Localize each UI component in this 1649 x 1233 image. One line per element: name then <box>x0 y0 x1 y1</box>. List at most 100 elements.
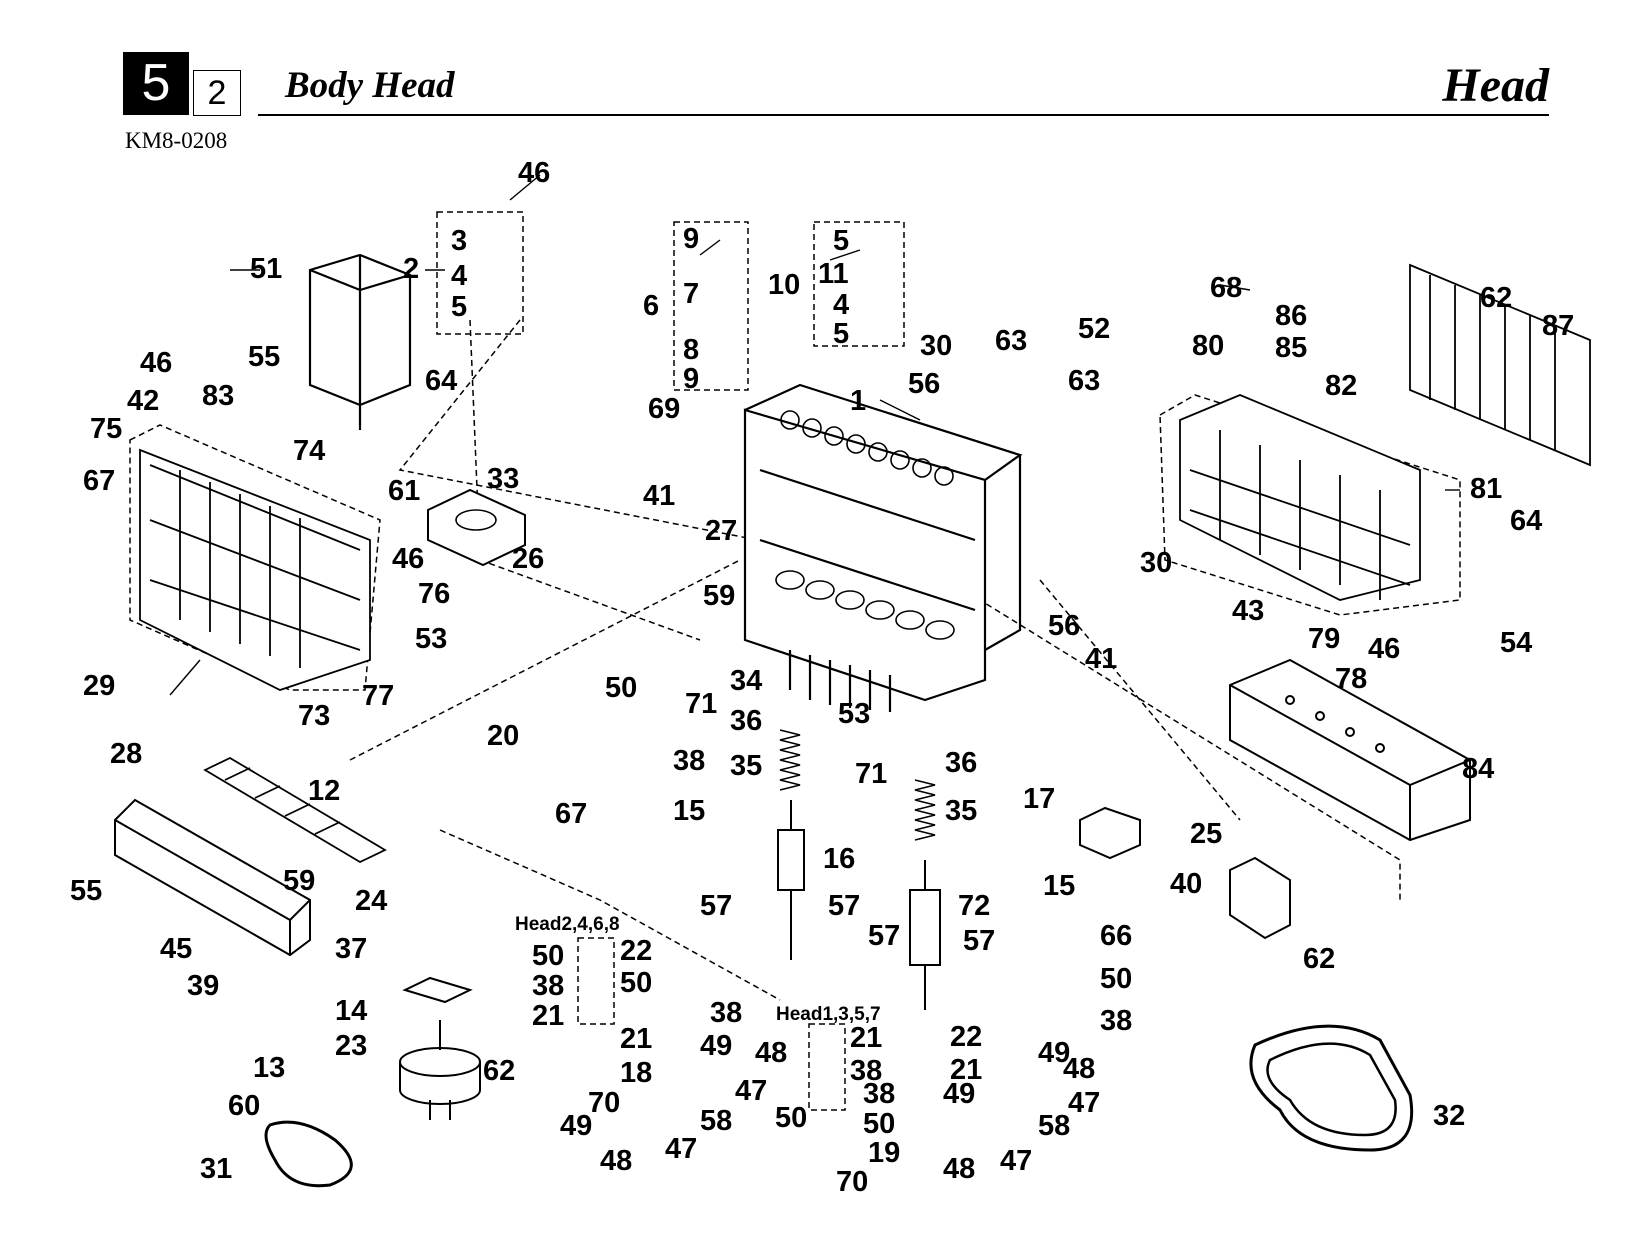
callout: 57 <box>828 890 860 922</box>
callout: 9 <box>683 223 699 255</box>
head-odd-label: Head1,3,5,7 <box>776 1004 881 1025</box>
manifold-bar-84 <box>1229 658 1471 842</box>
callout: 73 <box>298 700 330 732</box>
callout: 84 <box>1462 753 1494 785</box>
section-number: 5 <box>123 52 189 115</box>
timing-belt-31 <box>264 1120 353 1188</box>
callout: 67 <box>555 798 587 830</box>
callout: 37 <box>335 933 367 965</box>
callout: 18 <box>620 1057 652 1089</box>
callout: 17 <box>1023 783 1055 815</box>
header-rule <box>258 114 1549 116</box>
callout: 83 <box>202 380 234 412</box>
callout: 75 <box>90 413 122 445</box>
callout: 62 <box>483 1055 515 1087</box>
plate-26 <box>427 488 526 567</box>
callout: 48 <box>755 1037 787 1069</box>
callout: 12 <box>308 775 340 807</box>
callout: 5 <box>833 318 849 350</box>
callout: 87 <box>1542 310 1574 342</box>
valve-body-block <box>743 383 1023 712</box>
callout: 72 <box>958 890 990 922</box>
callout: 19 <box>868 1137 900 1169</box>
callout: 61 <box>388 475 420 507</box>
callout: 27 <box>705 515 737 547</box>
callouts: 46 3 4 5 2 51 55 64 9 7 8 9 6 5 11 4 5 1… <box>70 157 1574 1198</box>
head-group-labels: Head2,4,6,8 Head1,3,5,7 <box>515 914 881 1025</box>
callout: 70 <box>836 1166 868 1198</box>
callout: 74 <box>293 435 325 467</box>
callout: 50 <box>863 1108 895 1140</box>
callout: 50 <box>620 967 652 999</box>
callout: 68 <box>1210 272 1242 304</box>
callout: 71 <box>855 758 887 790</box>
callout: 49 <box>1038 1037 1070 1069</box>
callout: 46 <box>1368 633 1400 665</box>
callout: 51 <box>250 253 282 285</box>
callout: 7 <box>683 278 699 310</box>
callout: 56 <box>1048 610 1080 642</box>
callout: 3 <box>451 225 467 257</box>
callout: 26 <box>512 543 544 575</box>
callout: 57 <box>868 920 900 952</box>
callout: 64 <box>1510 505 1542 537</box>
callout: 2 <box>403 253 419 285</box>
callout: 50 <box>532 940 564 972</box>
callout: 15 <box>673 795 705 827</box>
callout: 10 <box>768 269 800 301</box>
callout: 38 <box>850 1055 882 1087</box>
callout: 55 <box>248 341 280 373</box>
spring-35-left <box>779 729 801 791</box>
callout: 52 <box>1078 313 1110 345</box>
timing-belts-32 <box>1249 1024 1414 1152</box>
callout: 63 <box>995 325 1027 357</box>
callout: 38 <box>863 1078 895 1110</box>
valve-strip-87 <box>1409 263 1591 467</box>
page-title: Body Head <box>285 65 455 106</box>
callout: 50 <box>1100 963 1132 995</box>
callout: 55 <box>70 875 102 907</box>
callout: 20 <box>487 720 519 752</box>
bracket-17 <box>1079 806 1141 860</box>
subsection-number: 2 <box>193 70 241 116</box>
callout: 53 <box>838 698 870 730</box>
callout: 46 <box>518 157 550 189</box>
callout: 5 <box>833 225 849 257</box>
callout: 5 <box>451 291 467 323</box>
callout: 28 <box>110 738 142 770</box>
callout: 38 <box>673 745 705 777</box>
callout: 36 <box>730 705 762 737</box>
callout: 86 <box>1275 300 1307 332</box>
document-code: KM8-0208 <box>125 128 228 153</box>
callout: 60 <box>228 1090 260 1122</box>
callout: 35 <box>730 750 762 782</box>
callout: 56 <box>908 368 940 400</box>
callout: 70 <box>588 1087 620 1119</box>
callout: 36 <box>945 747 977 779</box>
callout: 31 <box>200 1153 232 1185</box>
callout: 47 <box>1068 1087 1100 1119</box>
comb-12 <box>203 756 387 864</box>
callout: 39 <box>187 970 219 1002</box>
callout: 49 <box>560 1110 592 1142</box>
callout: 22 <box>950 1021 982 1053</box>
callout: 6 <box>643 290 659 322</box>
callout: 67 <box>83 465 115 497</box>
callout: 15 <box>1043 870 1075 902</box>
callout: 14 <box>335 995 367 1027</box>
callout: 64 <box>425 365 457 397</box>
callout: 79 <box>1308 623 1340 655</box>
callout: 45 <box>160 933 192 965</box>
callout: 24 <box>355 885 387 917</box>
callout: 69 <box>648 393 680 425</box>
callout: 66 <box>1100 920 1132 952</box>
leader-lines <box>169 174 1460 696</box>
callout: 21 <box>620 1023 652 1055</box>
callout: 22 <box>620 935 652 967</box>
callout: 50 <box>605 672 637 704</box>
callout: 76 <box>418 578 450 610</box>
callout: 21 <box>950 1054 982 1086</box>
callout: 4 <box>451 260 467 292</box>
left-valve-bank <box>139 448 371 691</box>
